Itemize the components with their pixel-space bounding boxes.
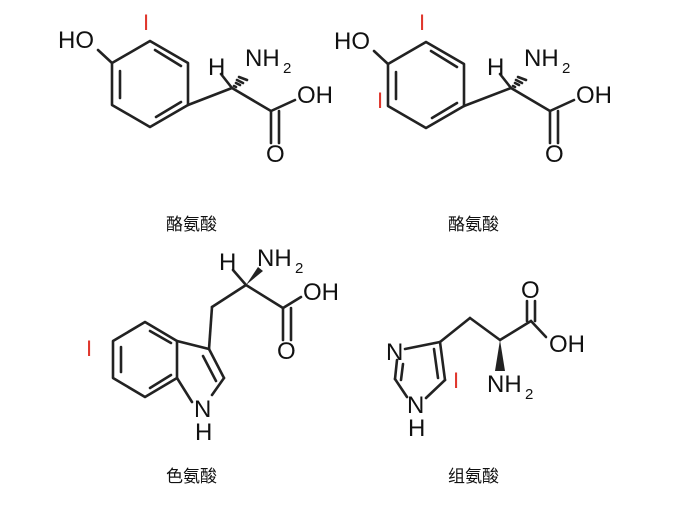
m3-ring-nh-hydrogen-label: H — [195, 419, 212, 446]
m1-alpha-c-bond — [230, 86, 273, 113]
m1-amino-label: NH — [245, 45, 280, 72]
m2-alpha-c-bond — [509, 86, 552, 113]
m3-acid-label: OH — [303, 279, 339, 306]
m1-bonds — [96, 39, 297, 145]
molecule-4-iodohistidine: O OH N I NH 2 N H — [386, 277, 585, 442]
m4-c4-n3 — [403, 340, 442, 351]
m4-ring-nh-label: N — [407, 392, 424, 419]
m4-iodine-label: I — [453, 368, 459, 393]
m1-ho-bond — [96, 48, 114, 65]
m2-acid-label: OH — [576, 82, 612, 109]
m3-amino-subscript: 2 — [295, 260, 303, 277]
caption-molecule-1: 酪氨酸 — [166, 215, 217, 235]
caption-molecule-2: 酪氨酸 — [448, 215, 499, 235]
m1-acid-label: OH — [297, 82, 333, 109]
m4-carbonyl-label: O — [521, 277, 540, 304]
m3-bonds — [111, 267, 303, 404]
m4-amino-label: NH — [487, 371, 522, 398]
m1-ring-double-2 — [154, 100, 183, 119]
m4-n3-c2-double — [399, 362, 405, 382]
m2-ch2-bond — [462, 86, 513, 108]
m3-ch2-bond — [207, 305, 214, 351]
m2-carbonyl-label: O — [545, 141, 564, 168]
m4-c5-n1 — [424, 378, 447, 400]
m3-iodine-label: I — [86, 336, 92, 361]
m2-ho-bond — [372, 49, 390, 66]
m2-hydroxy-label: HO — [334, 28, 370, 55]
m3-oh-bond — [281, 295, 303, 310]
m4-carboxyl-c-bond — [498, 319, 533, 342]
m1-oh-bond — [269, 98, 297, 113]
m3-amino-label: NH — [257, 245, 292, 272]
m3-hydrogen-label: H — [219, 249, 236, 276]
m2-iodine-bottom-label: I — [377, 88, 383, 113]
m2-amino-label: NH — [524, 45, 559, 72]
m1-ch2-bond — [186, 86, 234, 107]
m4-oh-bond — [529, 319, 548, 339]
m2-oh-bond — [548, 98, 576, 113]
m2-ring-double-3 — [429, 49, 459, 69]
m2-hash-wedge — [511, 75, 528, 89]
m4-c4-c5-double — [432, 347, 440, 380]
m2-hydrogen-label: H — [487, 54, 504, 81]
m3-carbonyl-label: O — [277, 338, 296, 365]
m3-benzo-double-3 — [148, 329, 173, 345]
m2-iodine-top-label: I — [419, 10, 425, 35]
caption-molecule-3: 色氨酸 — [166, 467, 217, 487]
m4-ch2-bond — [438, 316, 472, 344]
m1-ring-double-3 — [153, 48, 183, 68]
m4-acid-label: OH — [549, 331, 585, 358]
m1-iodine-label: I — [143, 10, 149, 35]
m3-solid-wedge — [246, 267, 263, 285]
m3-pyrrole-double — [201, 354, 218, 383]
m1-h-bond — [219, 72, 234, 90]
molecule-3-iodotryptophan: H NH 2 OH O I N H — [86, 245, 339, 446]
m3-carboxyl-c-bond — [244, 283, 285, 310]
m2-bonds — [372, 40, 576, 145]
m3-pyrrole-c3-c2 — [207, 347, 226, 380]
m1-hydrogen-label: H — [208, 54, 225, 81]
m4-amino-subscript: 2 — [525, 386, 533, 403]
m2-benzene-ring — [386, 40, 466, 130]
m4-alpha-c-bond — [468, 316, 502, 342]
m4-c4-c5 — [438, 340, 447, 382]
m3-alpha-c-bond — [210, 283, 248, 309]
m2-ring-double-2 — [430, 101, 459, 120]
caption-molecule-4: 组氨酸 — [448, 467, 499, 487]
molecule-2-diiodotyrosine: HO I I H NH 2 OH O — [334, 10, 612, 168]
m3-benzo-ring — [111, 320, 179, 399]
m3-pyrrole-c3a-c3 — [175, 339, 211, 351]
m2-h-bond — [498, 72, 513, 90]
m1-carbonyl-label: O — [266, 141, 285, 168]
m4-n3-c2 — [393, 358, 399, 381]
m3-h-bond — [231, 268, 248, 287]
m4-c2-n1 — [393, 377, 409, 399]
m1-hydroxy-label: HO — [58, 27, 94, 54]
m1-amino-subscript: 2 — [283, 60, 291, 77]
m4-solid-wedge — [495, 340, 505, 371]
m3-ring-n-label: N — [194, 396, 211, 423]
m4-bonds — [393, 299, 548, 400]
m3-pyrrole-c2-n — [210, 376, 226, 397]
m4-ring-n-label: N — [386, 339, 403, 366]
m1-benzene-ring — [110, 39, 190, 129]
m1-hash-wedge — [232, 75, 249, 89]
m4-ring-nh-hydrogen-label: H — [408, 415, 425, 442]
molecule-1-iodotyrosine: HO I H NH 2 OH O — [58, 10, 333, 168]
m2-amino-subscript: 2 — [562, 60, 570, 77]
m3-pyrrole-n-c7a — [175, 376, 194, 404]
m3-benzo-double-2 — [148, 373, 173, 390]
